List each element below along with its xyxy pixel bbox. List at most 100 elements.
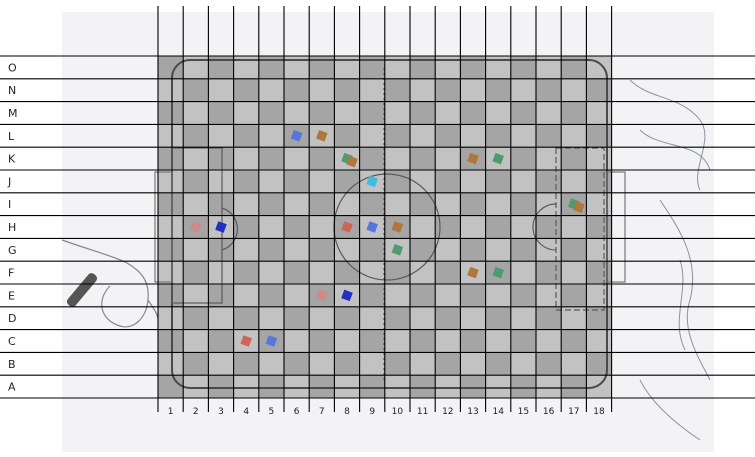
cell-G12 <box>435 238 460 261</box>
cell-L5 <box>259 124 284 147</box>
cell-B1 <box>158 352 183 375</box>
row-label-J: J <box>7 175 11 188</box>
cell-E5 <box>259 284 284 307</box>
cell-M2 <box>183 102 208 125</box>
cell-J13 <box>460 170 485 193</box>
cell-A14 <box>486 375 511 398</box>
cell-K11 <box>410 147 435 170</box>
cell-H14 <box>486 216 511 239</box>
cell-D12 <box>435 307 460 330</box>
cell-L9 <box>360 124 385 147</box>
cell-M7 <box>309 102 334 125</box>
cell-A5 <box>259 375 284 398</box>
cell-M4 <box>234 102 259 125</box>
cell-C10 <box>385 330 410 353</box>
cell-G1 <box>158 238 183 261</box>
cell-H1 <box>158 216 183 239</box>
col-label-5: 5 <box>269 407 275 417</box>
cell-N8 <box>334 79 359 102</box>
cell-D1 <box>158 307 183 330</box>
col-label-8: 8 <box>344 407 350 417</box>
cell-K15 <box>511 147 536 170</box>
cell-K12 <box>435 147 460 170</box>
cell-L2 <box>183 124 208 147</box>
cell-A7 <box>309 375 334 398</box>
cell-F1 <box>158 261 183 284</box>
cell-L4 <box>234 124 259 147</box>
cell-N15 <box>511 79 536 102</box>
cell-L8 <box>334 124 359 147</box>
cell-G11 <box>410 238 435 261</box>
cell-L11 <box>410 124 435 147</box>
cell-G9 <box>360 238 385 261</box>
cell-N14 <box>486 79 511 102</box>
cell-F12 <box>435 261 460 284</box>
cell-K1 <box>158 147 183 170</box>
col-label-2: 2 <box>193 407 199 417</box>
cell-C15 <box>511 330 536 353</box>
cell-M3 <box>208 102 233 125</box>
cell-E14 <box>486 284 511 307</box>
cell-G5 <box>259 238 284 261</box>
cell-E13 <box>460 284 485 307</box>
cell-A2 <box>183 375 208 398</box>
cell-K7 <box>309 147 334 170</box>
cell-G3 <box>208 238 233 261</box>
cell-K9 <box>360 147 385 170</box>
cell-B15 <box>511 352 536 375</box>
cell-M9 <box>360 102 385 125</box>
cell-G6 <box>284 238 309 261</box>
cell-J4 <box>234 170 259 193</box>
row-label-L: L <box>8 130 15 143</box>
cell-E15 <box>511 284 536 307</box>
row-label-E: E <box>8 289 15 302</box>
cell-L1 <box>158 124 183 147</box>
cell-A17 <box>561 375 586 398</box>
cell-K17 <box>561 147 586 170</box>
cell-I6 <box>284 193 309 216</box>
cell-J16 <box>536 170 561 193</box>
cell-M1 <box>158 102 183 125</box>
cell-A16 <box>536 375 561 398</box>
cell-N12 <box>435 79 460 102</box>
row-label-G: G <box>8 244 17 257</box>
row-label-H: H <box>8 221 16 234</box>
cell-M10 <box>385 102 410 125</box>
col-label-12: 12 <box>442 407 453 417</box>
cell-C12 <box>435 330 460 353</box>
cell-K3 <box>208 147 233 170</box>
cell-O1 <box>158 56 183 79</box>
cell-E9 <box>360 284 385 307</box>
cell-N2 <box>183 79 208 102</box>
cell-B11 <box>410 352 435 375</box>
col-label-10: 10 <box>392 407 404 417</box>
cell-H5 <box>259 216 284 239</box>
cell-D13 <box>460 307 485 330</box>
cell-F5 <box>259 261 284 284</box>
cell-M5 <box>259 102 284 125</box>
cell-N11 <box>410 79 435 102</box>
cell-B7 <box>309 352 334 375</box>
cell-A12 <box>435 375 460 398</box>
row-label-K: K <box>8 153 16 166</box>
cell-B9 <box>360 352 385 375</box>
cell-C7 <box>309 330 334 353</box>
row-label-F: F <box>8 267 14 280</box>
cell-B8 <box>334 352 359 375</box>
cell-L16 <box>536 124 561 147</box>
cell-N17 <box>561 79 586 102</box>
cell-E4 <box>234 284 259 307</box>
cell-N10 <box>385 79 410 102</box>
cell-H11 <box>410 216 435 239</box>
col-label-1: 1 <box>168 407 174 417</box>
cell-C11 <box>410 330 435 353</box>
cell-D15 <box>511 307 536 330</box>
cell-D2 <box>183 307 208 330</box>
cell-J1 <box>158 170 183 193</box>
col-label-17: 17 <box>568 407 579 417</box>
cell-E16 <box>536 284 561 307</box>
cell-A10 <box>385 375 410 398</box>
cell-D8 <box>334 307 359 330</box>
cell-D6 <box>284 307 309 330</box>
